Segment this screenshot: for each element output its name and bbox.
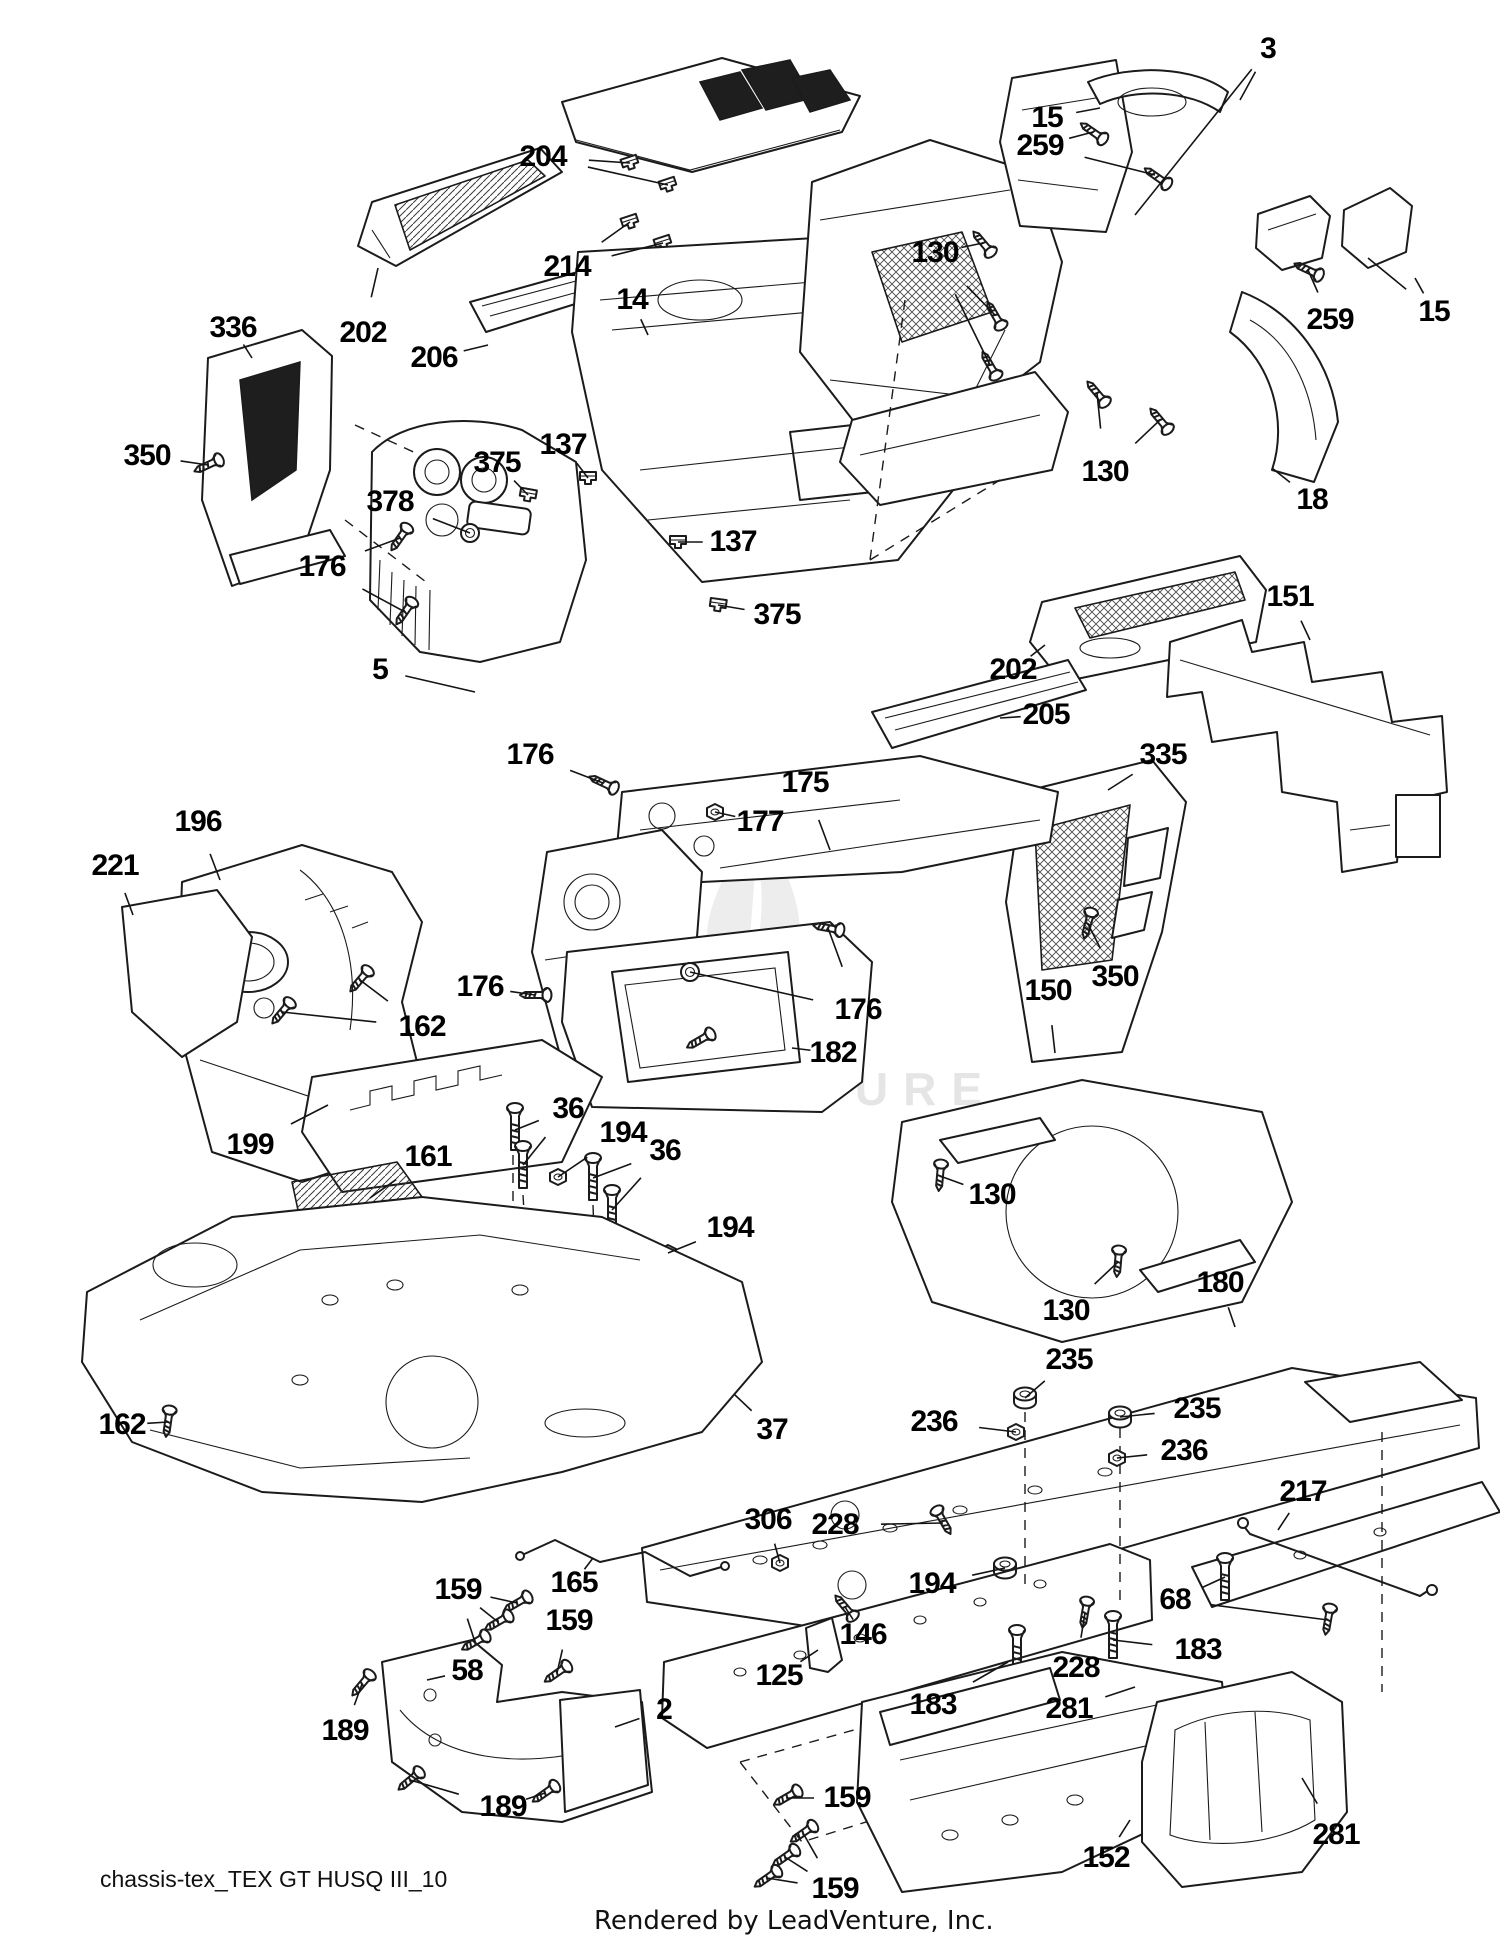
engine-deflector-150-drawing — [891, 1079, 1293, 1343]
rendered-by-credit-text: Rendered by LeadVenture, Inc. — [594, 1906, 994, 1936]
latch-bracket-right-drawing — [1255, 187, 1413, 271]
part-callout-202[interactable]: 202 — [989, 653, 1037, 686]
diagram-filename-text: chassis-tex_TEX GT HUSQ III_10 — [100, 1866, 448, 1892]
part-callout-176[interactable]: 176 — [456, 970, 504, 1003]
part-callout-204[interactable]: 204 — [519, 140, 567, 173]
part-callout-177[interactable]: 177 — [736, 805, 784, 838]
part-callout-194[interactable]: 194 — [599, 1116, 647, 1149]
link-rod-217-drawing — [1237, 1517, 1438, 1597]
part-callout-378[interactable]: 378 — [366, 485, 414, 518]
part-callout-182[interactable]: 182 — [809, 1036, 857, 1069]
heat-shield-221-drawing — [121, 889, 253, 1058]
part-callout-375[interactable]: 375 — [473, 446, 521, 479]
part-callout-180[interactable]: 180 — [1196, 1266, 1244, 1299]
part-callout-15[interactable]: 15 — [1418, 295, 1450, 328]
part-callout-236[interactable]: 236 — [1160, 1434, 1208, 1467]
battery-bracket-58-drawing — [381, 1639, 653, 1823]
part-callout-189[interactable]: 189 — [479, 1790, 527, 1823]
part-callout-194[interactable]: 194 — [706, 1211, 754, 1244]
part-callout-306[interactable]: 306 — [744, 1503, 792, 1536]
part-callout-162[interactable]: 162 — [398, 1010, 446, 1043]
part-callout-214[interactable]: 214 — [543, 250, 591, 283]
chassis-frame-180-drawing — [641, 1361, 1480, 1843]
part-callout-162[interactable]: 162 — [98, 1408, 146, 1441]
trim-strip-205-drawing — [871, 659, 1087, 749]
dashboard-5-drawing — [369, 420, 587, 663]
wire-165-drawing — [515, 1539, 730, 1577]
support-bracket-151-drawing — [1166, 619, 1448, 873]
part-callout-176[interactable]: 176 — [298, 550, 346, 583]
part-callout-228[interactable]: 228 — [1052, 1651, 1100, 1684]
part-callout-165[interactable]: 165 — [550, 1566, 598, 1599]
part-callout-350[interactable]: 350 — [123, 439, 171, 472]
part-callout-235[interactable]: 235 — [1173, 1392, 1221, 1425]
part-callout-58[interactable]: 58 — [451, 1654, 483, 1687]
part-callout-217[interactable]: 217 — [1279, 1475, 1327, 1508]
part-callout-206[interactable]: 206 — [410, 341, 458, 374]
part-callout-281[interactable]: 281 — [1045, 1692, 1093, 1725]
part-callout-350[interactable]: 350 — [1091, 960, 1139, 993]
part-callout-130[interactable]: 130 — [911, 236, 959, 269]
part-callout-176[interactable]: 176 — [834, 993, 882, 1026]
part-callout-236[interactable]: 236 — [910, 1405, 958, 1438]
part-callout-137[interactable]: 137 — [539, 428, 587, 461]
part-callout-137[interactable]: 137 — [709, 525, 757, 558]
rear-fender-assembly-drawing — [799, 139, 1069, 506]
part-callout-130[interactable]: 130 — [1042, 1294, 1090, 1327]
part-callout-202[interactable]: 202 — [339, 316, 387, 349]
part-callout-194[interactable]: 194 — [908, 1567, 956, 1600]
fender-37-drawing — [81, 1196, 763, 1503]
part-callout-335[interactable]: 335 — [1139, 738, 1187, 771]
part-callout-15[interactable]: 15 — [1031, 101, 1063, 134]
part-callout-151[interactable]: 151 — [1266, 580, 1314, 613]
seat-bracket-152-drawing — [1141, 1671, 1348, 1888]
part-callout-159[interactable]: 159 — [811, 1872, 859, 1905]
part-callout-221[interactable]: 221 — [91, 849, 139, 882]
part-callout-36[interactable]: 36 — [552, 1092, 584, 1125]
part-callout-375[interactable]: 375 — [753, 598, 801, 631]
part-callout-259[interactable]: 259 — [1306, 303, 1354, 336]
part-callout-130[interactable]: 130 — [1081, 455, 1129, 488]
part-callout-36[interactable]: 36 — [649, 1134, 681, 1167]
part-callout-161[interactable]: 161 — [404, 1140, 452, 1173]
part-callout-281[interactable]: 281 — [1312, 1818, 1360, 1851]
part-callout-159[interactable]: 159 — [823, 1781, 871, 1814]
part-callout-3[interactable]: 3 — [1260, 32, 1277, 65]
part-callout-146[interactable]: 146 — [839, 1618, 887, 1651]
trim-strip-202-left-drawing — [357, 147, 563, 267]
part-callout-205[interactable]: 205 — [1022, 698, 1070, 731]
part-callout-152[interactable]: 152 — [1082, 1841, 1130, 1874]
part-callout-68[interactable]: 68 — [1159, 1583, 1191, 1616]
part-callout-125[interactable]: 125 — [755, 1659, 803, 1692]
part-callout-2[interactable]: 2 — [656, 1693, 673, 1726]
rear-rail-drawing — [1191, 1481, 1500, 1608]
part-callout-183[interactable]: 183 — [1174, 1633, 1222, 1666]
support-plate-2-drawing — [856, 1651, 1233, 1893]
part-callout-159[interactable]: 159 — [434, 1573, 482, 1606]
part-callout-18[interactable]: 18 — [1296, 483, 1328, 516]
part-callout-235[interactable]: 235 — [1045, 1343, 1093, 1376]
part-callout-336[interactable]: 336 — [209, 311, 257, 344]
part-callout-159[interactable]: 159 — [545, 1604, 593, 1637]
part-callout-37[interactable]: 37 — [756, 1413, 788, 1446]
part-callout-196[interactable]: 196 — [174, 805, 222, 838]
part-callout-189[interactable]: 189 — [321, 1714, 369, 1747]
fender-bracket-18-drawing — [1229, 291, 1339, 483]
part-callout-176[interactable]: 176 — [506, 738, 554, 771]
part-callout-259[interactable]: 259 — [1016, 129, 1064, 162]
part-callout-175[interactable]: 175 — [781, 766, 829, 799]
part-callout-5[interactable]: 5 — [372, 653, 389, 686]
part-callout-150[interactable]: 150 — [1024, 974, 1072, 1007]
part-callout-183[interactable]: 183 — [909, 1688, 957, 1721]
hood-vent-204-drawing — [561, 57, 861, 173]
part-callout-14[interactable]: 14 — [616, 283, 648, 316]
air-duct-336-drawing — [201, 329, 346, 587]
part-callout-199[interactable]: 199 — [226, 1128, 274, 1161]
part-callout-228[interactable]: 228 — [811, 1508, 859, 1541]
part-callout-130[interactable]: 130 — [968, 1178, 1016, 1211]
